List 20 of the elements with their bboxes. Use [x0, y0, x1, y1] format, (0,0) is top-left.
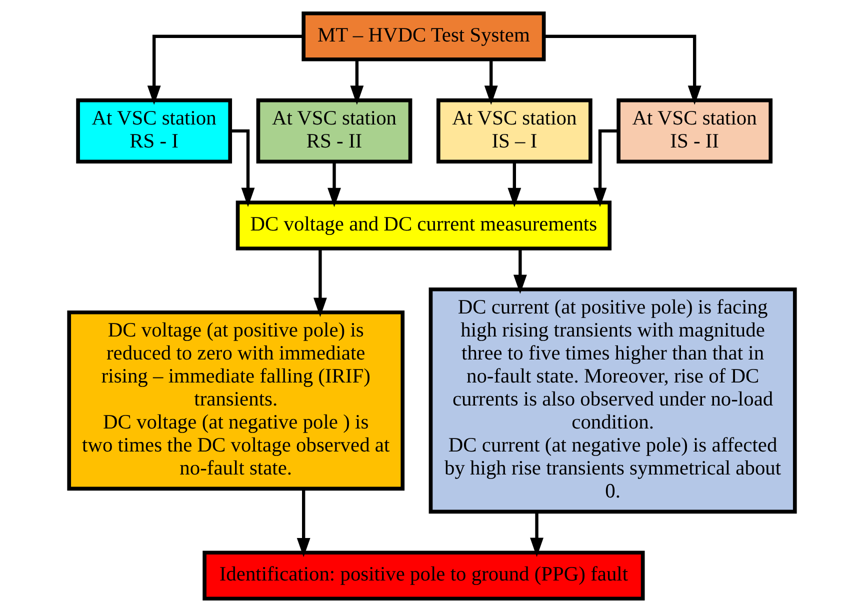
arrow [313, 248, 327, 317]
arrow [350, 60, 364, 105]
arrow [230, 129, 255, 207]
node-box: At VSC station IS - II [616, 98, 773, 164]
node-box: DC current (at positive pole) is facing high rising transients with magnitude three to five times higher than that in no-fault state. Moreover, rise of DC currents is also observed under no-load condition. DC current (at negative pole) is affected by high rise transients symmetrical about 0. [428, 287, 797, 514]
arrow [484, 60, 498, 105]
node-box: DC voltage (at positive pole) is reduced to zero with immediate rising – immediate falling (IRIF) transients. DC voltage (at negative pole ) is two times the DC voltage observed at no-fault state. [67, 310, 405, 491]
arrow [328, 162, 341, 208]
node-box: At VSC station RS - I [76, 98, 232, 164]
node-box: Identification: positive pole to ground (PPG) fault [202, 550, 645, 601]
arrow [544, 34, 702, 105]
arrow [147, 34, 304, 105]
arrow [530, 512, 544, 557]
node-box: MT – HVDC Test System [302, 11, 546, 62]
node-box: At VSC station RS - II [256, 98, 412, 164]
arrow [508, 162, 522, 208]
arrow [513, 248, 527, 294]
node-box: DC voltage and DC current measurements [236, 200, 612, 250]
node-box: At VSC station IS – I [436, 98, 592, 164]
arrow [296, 489, 310, 558]
